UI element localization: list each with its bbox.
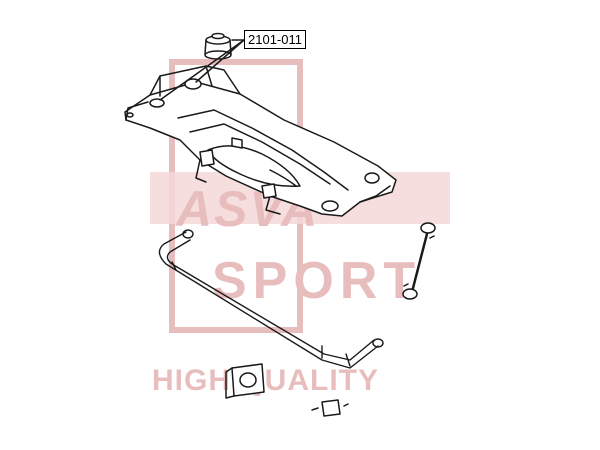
stabilizer-link xyxy=(402,222,436,300)
bushing-clamp xyxy=(311,399,349,417)
stabilizer-bushing xyxy=(225,363,265,399)
part-number-label: 2101-011 xyxy=(244,30,306,49)
watermark-sport: SPORT xyxy=(212,252,421,310)
watermark-tagline: HIGH QUALITY xyxy=(152,364,379,397)
rear-subframe xyxy=(124,65,397,217)
callout-leader-lines xyxy=(159,39,245,101)
stabilizer-bar xyxy=(158,229,384,369)
